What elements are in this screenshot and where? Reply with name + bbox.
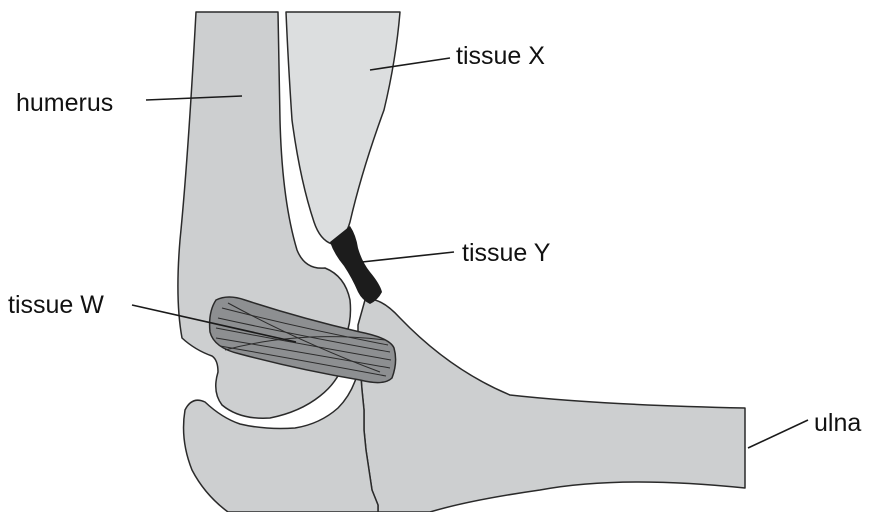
tissue-x-label: tissue X: [456, 42, 545, 70]
ulna-bone: [358, 299, 745, 512]
humerus-label: humerus: [16, 89, 113, 117]
tissue-x-muscle: [286, 12, 400, 244]
tissue-w-label: tissue W: [8, 291, 104, 319]
tissue-y-label: tissue Y: [462, 239, 551, 267]
ulna-label: ulna: [814, 409, 861, 437]
ulna-leader-line: [748, 420, 808, 448]
tissue-y-leader-line: [362, 252, 454, 262]
